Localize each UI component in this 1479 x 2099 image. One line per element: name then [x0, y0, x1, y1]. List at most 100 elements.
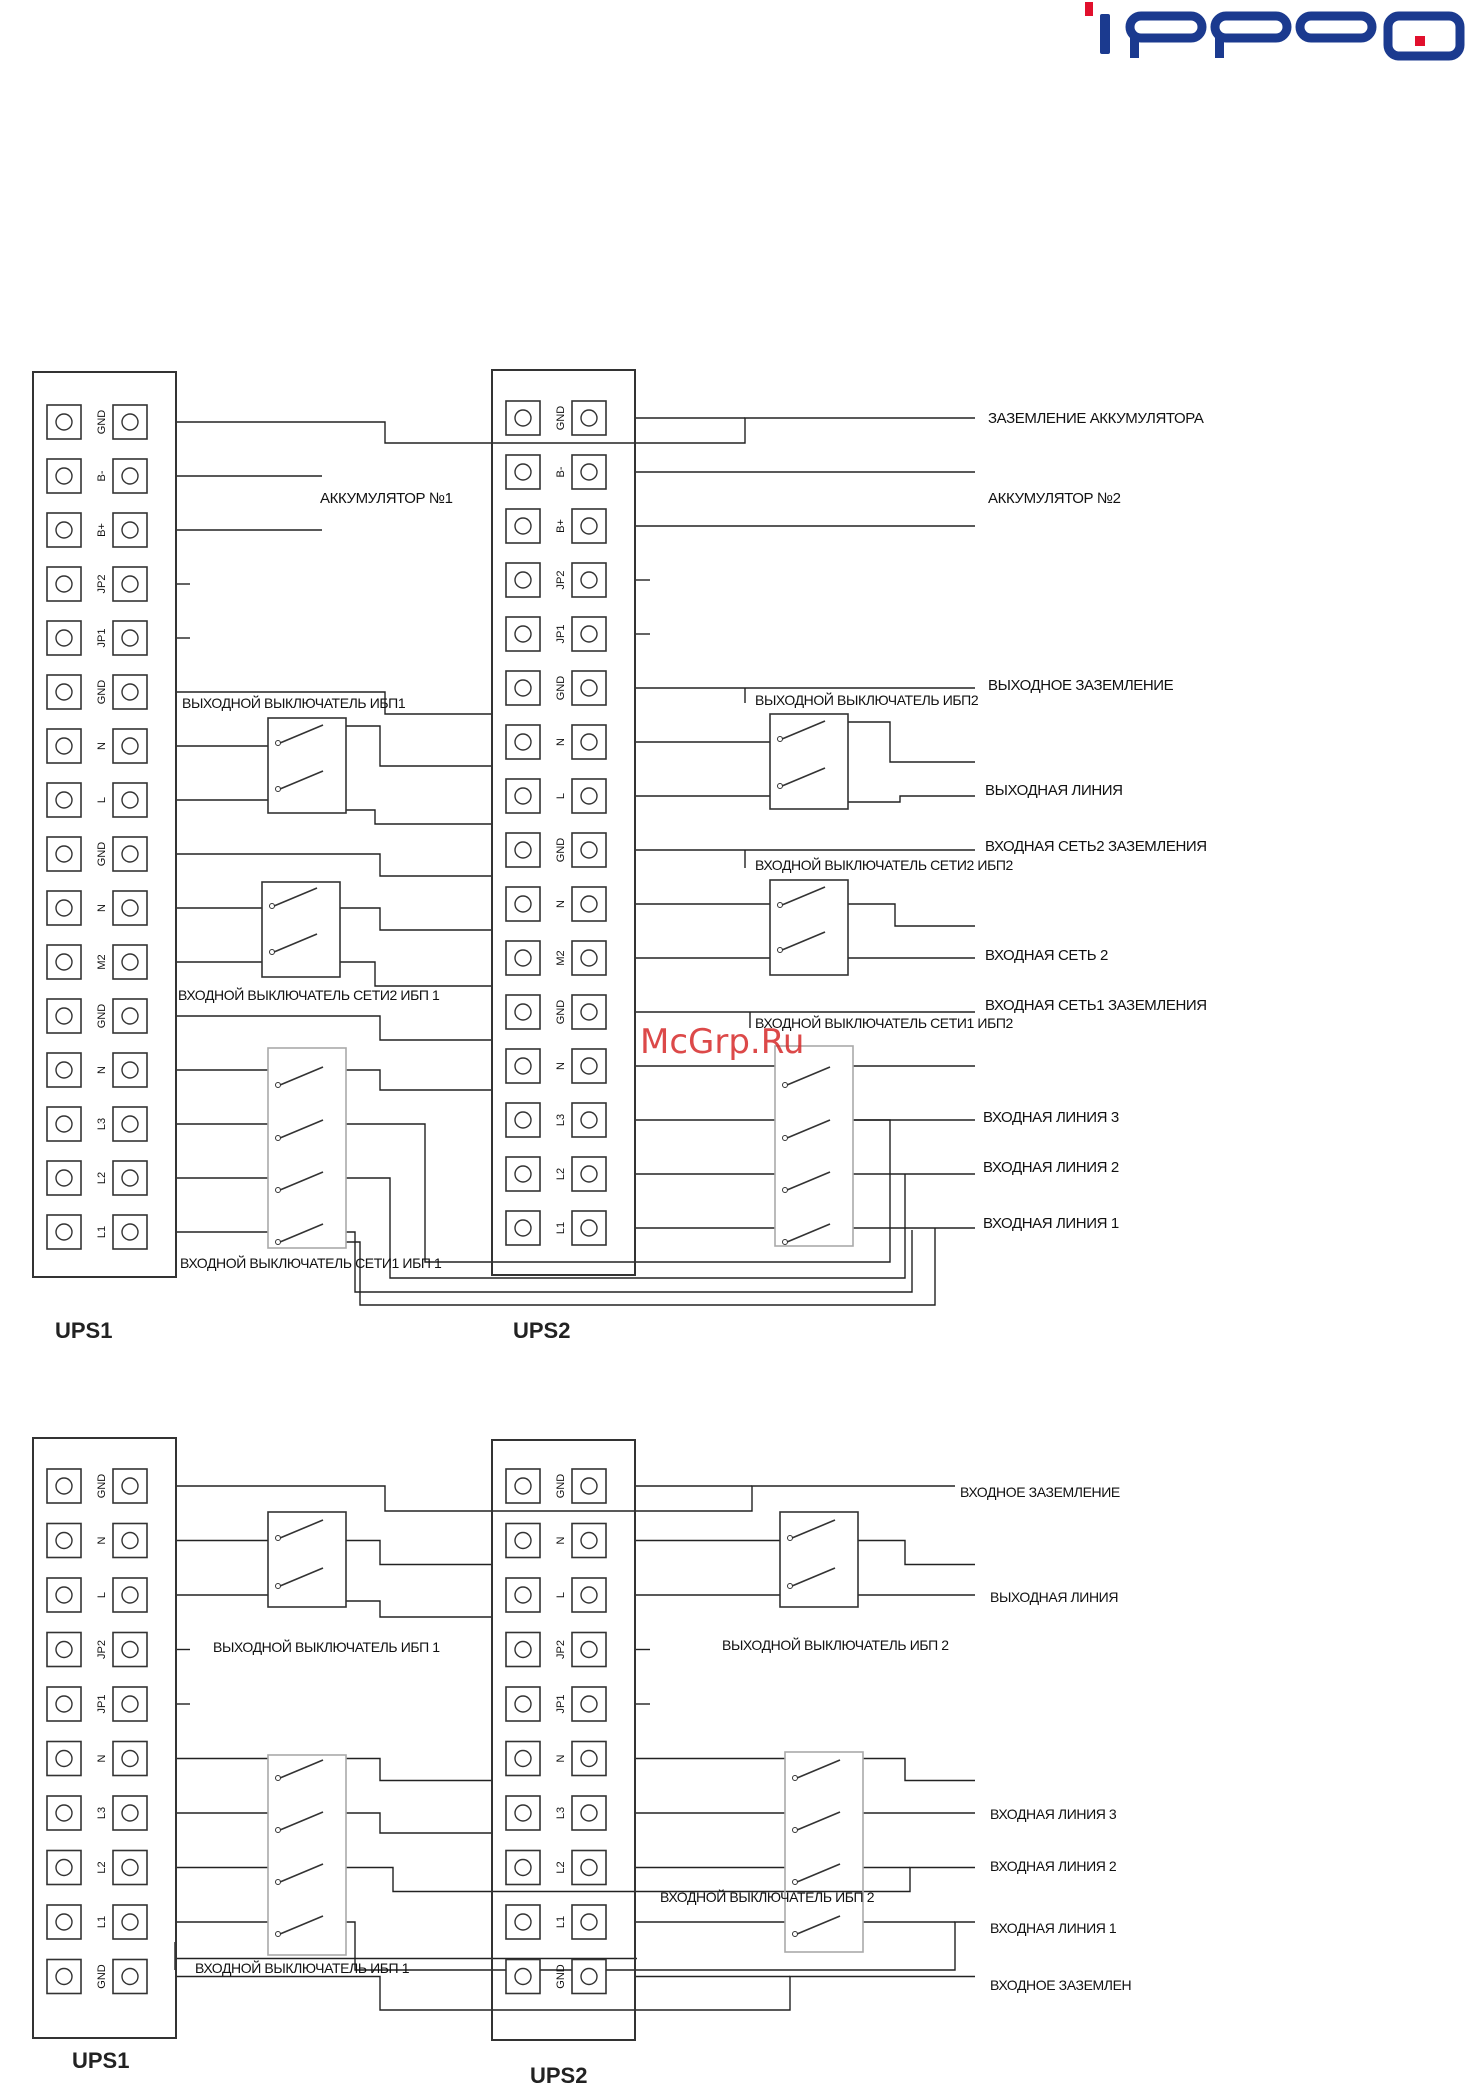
wire	[175, 417, 975, 444]
upper-ups1-terminal: L	[46, 782, 148, 818]
upper-ups2-label: UPS2	[513, 1318, 570, 1343]
terminal-screw	[55, 1531, 73, 1550]
switch-contact	[275, 1187, 281, 1193]
switch-blade	[279, 1915, 324, 1935]
switch-blade	[791, 1519, 836, 1539]
wire	[346, 1757, 492, 1782]
switch-contact	[275, 1535, 281, 1541]
input-net1-switch-ups2	[774, 1045, 854, 1247]
terminal-box	[112, 1468, 148, 1504]
terminal-screw	[121, 1223, 139, 1241]
switch-frame	[769, 879, 849, 976]
terminal-box	[571, 616, 607, 652]
lower-ups1-terminal: L	[46, 1577, 148, 1613]
terminal-screw	[55, 791, 73, 809]
terminal-box	[505, 1686, 541, 1722]
switch-blade	[796, 1915, 841, 1935]
label-lower-output-switch-2: ВЫХОДНОЙ ВЫКЛЮЧАТЕЛЬ ИБП 2	[722, 1636, 949, 1653]
terminal-box	[46, 1160, 82, 1196]
upper-ups2-terminal: GND	[505, 994, 607, 1030]
pin-label: GND	[555, 838, 567, 863]
upper-ups1-terminal: GND	[46, 404, 148, 440]
upper-ups2-terminal: GND	[505, 832, 607, 868]
lower-ups2-terminal: JP2	[505, 1631, 607, 1668]
terminal-screw	[514, 1804, 532, 1822]
wire	[346, 1119, 891, 1263]
terminal-box	[112, 998, 148, 1034]
terminal-box	[571, 454, 607, 490]
terminal-box	[112, 836, 148, 872]
terminal-box	[571, 778, 607, 814]
terminal-screw	[55, 467, 73, 485]
wires	[174, 417, 975, 2011]
terminal-box	[46, 1631, 82, 1668]
switch-frame	[261, 881, 341, 978]
wire	[346, 809, 492, 825]
terminal-screw	[121, 1531, 139, 1550]
terminal-box	[571, 1686, 607, 1722]
label-output-ground: ВЫХОДНОЕ ЗАЗЕМЛЕНИЕ	[988, 677, 1174, 694]
switch-contact	[275, 1239, 281, 1245]
terminal-screw	[121, 1967, 139, 1986]
lower-ups1-terminal: GND	[46, 1468, 148, 1504]
upper-ups2-terminal: B+	[505, 508, 607, 544]
terminal-box	[571, 1522, 607, 1559]
terminal-screw	[580, 1804, 598, 1822]
terminal-screw	[55, 1858, 73, 1877]
pin-label: L3	[96, 1807, 108, 1819]
terminal-screw	[121, 1804, 139, 1822]
terminal-box	[46, 1052, 82, 1088]
label-lower-input-switch-2: ВХОДНОЙ ВЫКЛЮЧАТЕЛЬ ИБП 2	[660, 1888, 875, 1905]
wire	[346, 1174, 906, 1279]
terminal-box	[46, 1958, 82, 1995]
switch-blade	[279, 1223, 324, 1243]
wire	[346, 1069, 492, 1091]
lower-ups2-terminal: L	[505, 1577, 607, 1613]
lower-ups1-terminal: L1	[46, 1904, 148, 1940]
terminal-screw	[514, 1749, 532, 1768]
terminal-box	[505, 1102, 541, 1138]
label-battery-1: АККУМУЛЯТОР №1	[320, 490, 453, 507]
switch-contact	[782, 1239, 788, 1245]
switch-contact	[275, 1082, 281, 1088]
lower-input-switch-ups1	[267, 1754, 347, 1956]
terminal-box	[112, 1740, 148, 1777]
label-battery-2: АККУМУЛЯТОР №2	[988, 490, 1121, 507]
lower-ups1-terminal: L2	[46, 1849, 148, 1886]
terminal-screw	[514, 1586, 532, 1604]
switch-contact	[792, 1775, 798, 1781]
terminal-box	[505, 1740, 541, 1777]
terminal-screw	[55, 953, 73, 971]
pin-label: N	[96, 1754, 108, 1762]
terminal-screw	[580, 787, 598, 805]
pin-label: N	[555, 1536, 567, 1544]
terminal-box	[571, 1849, 607, 1886]
terminal-box	[46, 1795, 82, 1831]
upper-ups1-terminal: GND	[46, 836, 148, 872]
label-output-switch-1: ВЫХОДНОЙ ВЫКЛЮЧАТЕЛЬ ИБП1	[182, 694, 406, 711]
switch-frame	[769, 713, 849, 810]
terminal-box	[112, 1904, 148, 1940]
upper-ups1-terminal: N	[46, 890, 148, 926]
wire	[175, 1975, 975, 2011]
lower-output-switch-ups2	[779, 1511, 859, 1608]
switch-contact	[782, 1082, 788, 1088]
terminal-box	[505, 724, 541, 760]
terminal-screw	[514, 1640, 532, 1659]
terminal-screw	[514, 1003, 532, 1021]
switch-blade	[781, 886, 826, 906]
terminal-screw	[55, 1061, 73, 1079]
wire	[346, 1539, 492, 1566]
switch-frame	[774, 1045, 854, 1247]
switch-frame	[267, 717, 347, 814]
terminal-screw	[55, 1913, 73, 1931]
terminal-screw	[514, 1967, 532, 1986]
lower-ups2-terminal: L2	[505, 1849, 607, 1886]
wire	[848, 903, 975, 927]
lower-ups1-frame	[32, 1437, 177, 2039]
pin-label: B+	[555, 519, 567, 533]
terminal-screw	[514, 517, 532, 535]
terminal-box	[46, 1904, 82, 1940]
terminal-box	[571, 1631, 607, 1668]
switch-contact	[792, 1931, 798, 1937]
